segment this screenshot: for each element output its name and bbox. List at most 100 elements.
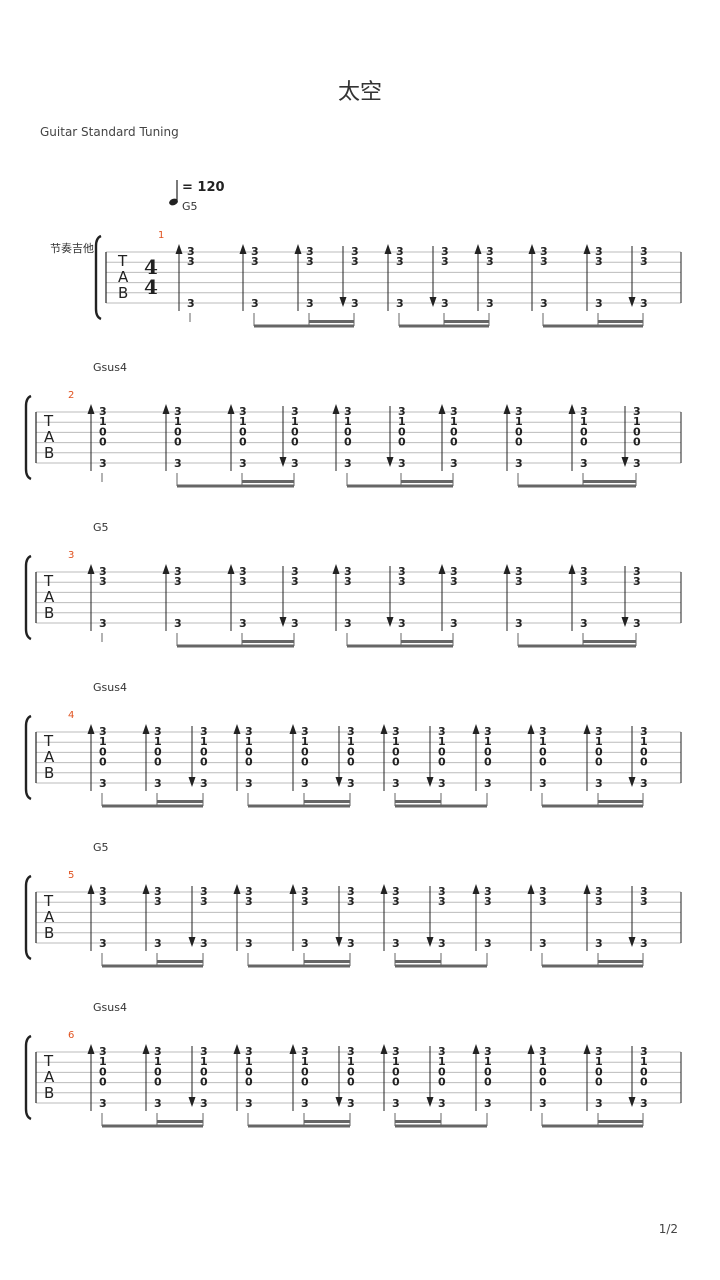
tab-clef-letter: T (43, 1052, 54, 1070)
fret-number: 3 (347, 1097, 355, 1110)
arrow-up-icon (474, 244, 482, 254)
measure-number: 3 (68, 550, 74, 561)
fret-number: 3 (438, 895, 446, 908)
fret-number: 3 (486, 255, 494, 268)
arrow-up-icon (528, 244, 536, 254)
fret-number: 3 (154, 725, 162, 738)
fret-number: 0 (438, 756, 446, 769)
tab-clef-letter: T (43, 412, 54, 430)
fret-number: 3 (539, 1097, 547, 1110)
fret-number: 3 (595, 895, 603, 908)
fret-number: 3 (251, 245, 259, 258)
arrow-up-icon (162, 564, 170, 574)
fret-number: 3 (99, 725, 107, 738)
fret-number: 3 (438, 1097, 446, 1110)
fret-number: 0 (154, 1065, 162, 1078)
fret-number: 1 (301, 1055, 309, 1068)
measure-number: 2 (68, 390, 74, 401)
fret-number: 3 (438, 937, 446, 950)
tab-clef-letter: A (44, 908, 55, 926)
fret-number: 3 (484, 885, 492, 898)
fret-number: 3 (515, 575, 523, 588)
note-beam-secondary (583, 640, 636, 643)
note-beam-secondary (598, 320, 643, 323)
arrow-up-icon (583, 884, 591, 894)
arrow-down-icon (279, 617, 287, 627)
fret-number: 3 (539, 885, 547, 898)
fret-number: 3 (291, 457, 299, 470)
fret-number: 0 (438, 1065, 446, 1078)
arrow-up-icon (162, 404, 170, 414)
fret-number: 1 (438, 1055, 446, 1068)
tab-clef-letter: T (43, 572, 54, 590)
fret-number: 3 (200, 895, 208, 908)
fret-number: 3 (245, 895, 253, 908)
arrow-up-icon (289, 724, 297, 734)
measure-number: 5 (68, 870, 74, 881)
fret-number: 1 (539, 735, 547, 748)
fret-number: 1 (580, 415, 588, 428)
note-beam-secondary (242, 480, 294, 483)
fret-number: 1 (539, 1055, 547, 1068)
fret-number: 3 (392, 1097, 400, 1110)
fret-number: 3 (239, 405, 247, 418)
note-beam-secondary (157, 1120, 203, 1123)
tab-clef-letter: T (43, 892, 54, 910)
strum: 333 (628, 885, 648, 950)
fret-number: 3 (484, 725, 492, 738)
note-beam (177, 484, 294, 488)
fret-number: 3 (595, 937, 603, 950)
note-beam-secondary (444, 320, 489, 323)
fret-number: 3 (580, 617, 588, 630)
fret-number: 1 (347, 1055, 355, 1068)
fret-number: 3 (580, 405, 588, 418)
fret-number: 3 (398, 405, 406, 418)
arrow-down-icon (188, 1097, 196, 1107)
fret-number: 0 (99, 1065, 107, 1078)
tab-clef-letter: A (44, 428, 55, 446)
fret-number: 3 (99, 885, 107, 898)
fret-number: 3 (351, 255, 359, 268)
note-beam-secondary (598, 800, 643, 803)
fret-number: 0 (438, 745, 446, 758)
fret-number: 3 (351, 245, 359, 258)
fret-number: 3 (351, 297, 359, 310)
fret-number: 3 (154, 1045, 162, 1058)
fret-number: 3 (396, 245, 404, 258)
fret-number: 3 (174, 575, 182, 588)
tempo-marking: = 120 (168, 178, 225, 212)
fret-number: 3 (438, 725, 446, 738)
fret-number: 3 (486, 297, 494, 310)
fret-number: 3 (239, 457, 247, 470)
arrow-up-icon (289, 1044, 297, 1054)
arrow-down-icon (429, 297, 437, 307)
fret-number: 3 (347, 1045, 355, 1058)
fret-number: 0 (99, 425, 107, 438)
system-bracket (24, 1034, 32, 1121)
note-beam (248, 804, 350, 808)
time-signature-digit: 4 (144, 255, 158, 279)
arrow-down-icon (279, 457, 287, 467)
song-title: 太空 (337, 80, 382, 105)
arrow-up-icon (380, 1044, 388, 1054)
strum: 333 (239, 244, 259, 311)
fret-number: 3 (640, 297, 648, 310)
fret-number: 0 (301, 1065, 309, 1078)
fret-number: 3 (99, 1097, 107, 1110)
tab-clef-letter: T (117, 252, 128, 270)
arrow-down-icon (426, 1097, 434, 1107)
fret-number: 0 (595, 1065, 603, 1078)
arrow-up-icon (380, 724, 388, 734)
fret-number: 3 (633, 405, 641, 418)
strum: 333 (583, 884, 603, 951)
fret-number: 3 (301, 885, 309, 898)
fret-number: 3 (245, 1045, 253, 1058)
tab-clef-letter: B (44, 604, 54, 622)
arrow-up-icon (239, 244, 247, 254)
strum: 333 (332, 564, 352, 631)
